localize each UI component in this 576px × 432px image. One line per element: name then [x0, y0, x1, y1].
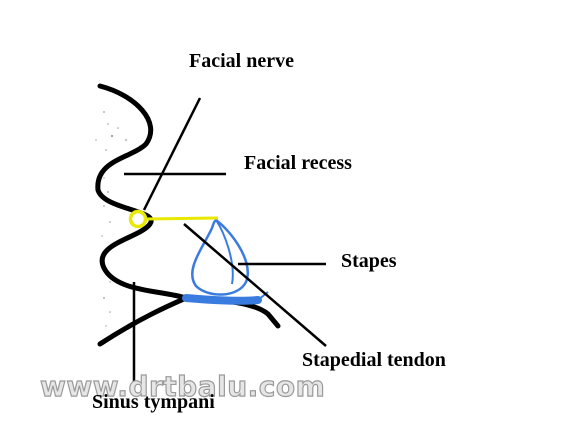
stapes-shape [182, 218, 269, 305]
bone-lower-wall [97, 295, 189, 347]
label-sinus-tympani: Sinus tympani [92, 391, 215, 413]
stapedial-tendon [145, 216, 219, 221]
label-stapedial-tendon: Stapedial tendon [302, 349, 446, 371]
watermark-text: www.drtbalu.com [40, 370, 325, 403]
label-stapes: Stapes [341, 250, 397, 272]
leader-stapedial-tendon [183, 223, 327, 347]
label-facial-nerve: Facial nerve [189, 50, 294, 72]
label-facial-recess: Facial recess [244, 152, 352, 174]
leader-facial-nerve [142, 97, 202, 211]
stapes-footplate [182, 294, 262, 305]
facial-nerve-icon [128, 209, 148, 229]
